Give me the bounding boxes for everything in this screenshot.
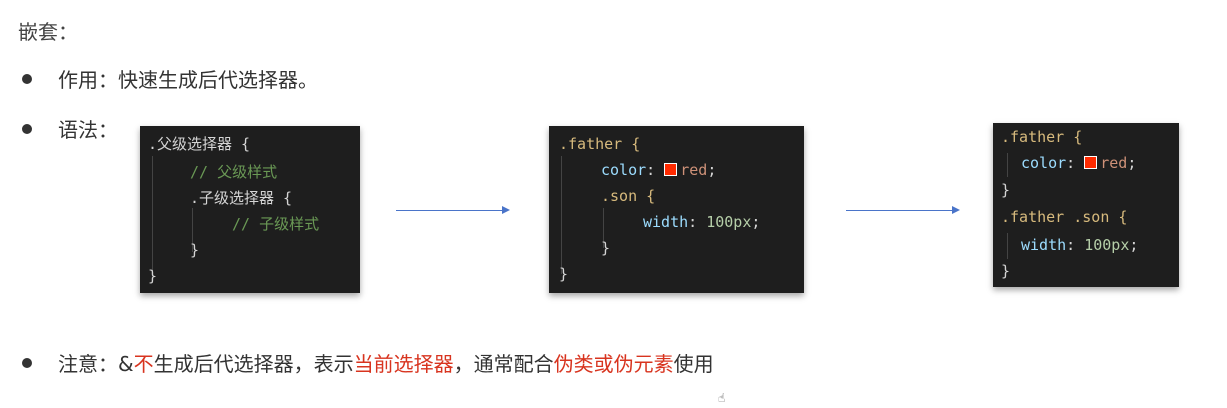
code-block-syntax: .父级选择器 { // 父级样式 .子级选择器 { // 子级样式 } } [140, 126, 360, 293]
code-line: } [190, 241, 200, 259]
code-line: } [148, 267, 158, 285]
code-property: width [1021, 236, 1067, 254]
code-punct: : [688, 213, 698, 231]
arrow-right-icon [396, 206, 510, 214]
code-line: .father { [1001, 128, 1083, 146]
note-segment: 使用 [673, 352, 714, 376]
note-highlight: 不 [133, 352, 154, 376]
bullet-purpose: 作用：快速生成后代选择器。 [22, 64, 318, 93]
syntax-text: 语法： [58, 118, 118, 142]
code-block-css: .father { color: red; } .father .son { w… [993, 123, 1179, 287]
code-line: color: red; [601, 160, 716, 180]
hand-cursor-icon: ☝ [718, 391, 726, 405]
code-line: width: 100px; [643, 212, 760, 232]
indent-guide [1007, 233, 1008, 259]
code-punct: ; [1127, 154, 1137, 172]
code-comment: // 父级样式 [190, 163, 278, 181]
bullet-dot-icon [22, 357, 32, 368]
code-line: } [559, 265, 569, 283]
color-swatch-icon [1084, 156, 1098, 169]
note-segment: ，通常配合 [453, 352, 554, 376]
code-line: } [601, 239, 611, 257]
code-punct: ; [707, 161, 717, 179]
code-line: color: red; [1021, 153, 1136, 173]
indent-guide [1007, 153, 1008, 177]
note-prefix: 注意：& [58, 352, 134, 376]
note-text: 注意：&不生成后代选择器，表示当前选择器，通常配合伪类或伪元素使用 [58, 348, 714, 377]
code-value: red [1100, 154, 1128, 172]
code-line: .father .son { [1001, 208, 1128, 226]
code-punct: : [1066, 154, 1076, 172]
code-value: 100px [1084, 236, 1130, 254]
code-punct: : [646, 161, 656, 179]
code-property: color [1021, 154, 1067, 172]
code-line: .father { [559, 135, 641, 153]
arrow-right-icon [846, 206, 960, 214]
code-line: .父级选择器 { [148, 135, 251, 153]
indent-guide [192, 208, 193, 252]
code-line: } [1001, 181, 1011, 199]
code-line: } [1001, 262, 1011, 280]
note-highlight: 伪类或伪元素 [553, 352, 674, 376]
bullet-note: 注意：&不生成后代选择器，表示当前选择器，通常配合伪类或伪元素使用 [22, 348, 714, 377]
code-value: red [680, 161, 708, 179]
bullet-dot-icon [22, 123, 32, 134]
bullet-dot-icon [22, 73, 32, 84]
code-comment: // 子级样式 [232, 215, 320, 233]
indent-guide [561, 156, 562, 274]
bullet-syntax: 语法： [22, 114, 118, 143]
code-line: width: 100px; [1021, 235, 1138, 255]
code-property: width [643, 213, 689, 231]
indent-guide [152, 156, 153, 276]
purpose-text: 作用：快速生成后代选择器。 [58, 68, 318, 92]
code-punct: ; [1129, 236, 1139, 254]
code-punct: : [1066, 236, 1076, 254]
note-highlight: 当前选择器 [353, 352, 454, 376]
note-segment: 生成后代选择器，表示 [153, 352, 354, 376]
code-line: .子级选择器 { [190, 189, 293, 207]
code-punct: ; [751, 213, 761, 231]
indent-guide [603, 208, 604, 248]
code-value: 100px [706, 213, 752, 231]
code-line: .son { [601, 187, 656, 205]
code-property: color [601, 161, 647, 179]
color-swatch-icon [664, 163, 678, 176]
section-heading: 嵌套： [18, 20, 78, 44]
code-block-scss: .father { color: red; .son { width: 100p… [549, 126, 804, 293]
